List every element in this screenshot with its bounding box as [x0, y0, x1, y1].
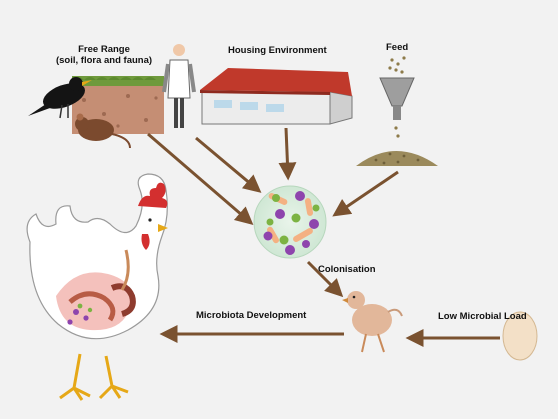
label-free-range-line1: Free Range [44, 44, 164, 55]
feed-hopper-icon [356, 56, 438, 166]
arrow-feed [336, 172, 398, 214]
label-free-range: Free Range (soil, flora and fauna) [44, 44, 164, 66]
label-free-range-line2: (soil, flora and fauna) [44, 55, 164, 66]
microbe-cluster-icon [254, 186, 326, 258]
chick-icon [342, 291, 402, 352]
scientist-icon [164, 44, 194, 128]
label-feed: Feed [386, 42, 408, 53]
poultry-house-icon [200, 68, 352, 124]
hen-anatomy-icon [27, 174, 168, 400]
label-low-microbial-load: Low Microbial Load [438, 311, 527, 322]
label-colonisation: Colonisation [318, 264, 376, 275]
label-microbiota-development: Microbiota Development [196, 310, 306, 321]
arrow-housing [286, 128, 288, 176]
label-housing-environment: Housing Environment [228, 45, 327, 56]
